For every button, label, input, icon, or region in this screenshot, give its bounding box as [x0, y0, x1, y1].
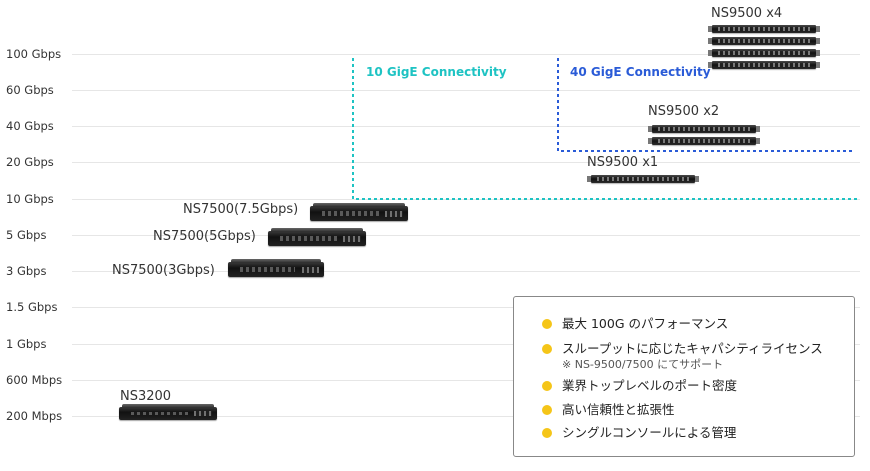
legend-note: ※ NS-9500/7500 にてサポート	[562, 358, 724, 371]
zone-label-40gige: 40 GigE Connectivity	[570, 65, 711, 79]
legend-item-text: 最大 100G のパフォーマンス	[562, 316, 729, 331]
gridline	[72, 235, 860, 236]
device-label-ns9500-x2: NS9500 x2	[648, 104, 720, 119]
device-ns9500-unit	[708, 49, 820, 57]
zone-40gige-boundary	[557, 58, 854, 152]
device-label-ns7500-5g: NS7500(5Gbps)	[153, 229, 256, 244]
zone-10gige-boundary	[352, 58, 858, 200]
device-label-ns9500-x1: NS9500 x1	[587, 155, 659, 170]
legend-item: 最大 100G のパフォーマンス	[542, 316, 729, 332]
device-ns9500-unit	[708, 25, 820, 33]
features-legend: 最大 100G のパフォーマンス スループットに応じたキャパシティライセンス ※…	[513, 296, 855, 457]
tick-label: 3 Gbps	[6, 264, 47, 278]
gridline	[72, 416, 860, 417]
legend-item: シングルコンソールによる管理	[542, 425, 737, 441]
gridline	[72, 162, 860, 163]
tick-label: 5 Gbps	[6, 228, 47, 242]
legend-item-text: 業界トップレベルのポート密度	[562, 378, 738, 393]
gridline	[72, 126, 860, 127]
legend-item-text: 高い信頼性と拡張性	[562, 402, 675, 417]
gridline	[72, 380, 860, 381]
tick-label: 1 Gbps	[6, 337, 47, 351]
legend-item-text: シングルコンソールによる管理	[562, 425, 737, 440]
device-ns9500-unit	[587, 175, 699, 183]
tick-label: 40 Gbps	[6, 119, 54, 133]
gridline	[72, 344, 860, 345]
device-ns9500-unit	[708, 37, 820, 45]
tick-label: 200 Mbps	[6, 409, 63, 423]
bullet-icon	[542, 405, 552, 415]
bullet-icon	[542, 319, 552, 329]
device-ns9500-unit	[708, 61, 820, 69]
bullet-icon	[542, 381, 552, 391]
zone-label-10gige: 10 GigE Connectivity	[366, 65, 507, 79]
bullet-icon	[542, 344, 552, 354]
tick-label: 100 Gbps	[6, 47, 62, 61]
tick-label: 60 Gbps	[6, 83, 54, 97]
device-label-ns9500-x4: NS9500 x4	[711, 6, 783, 21]
device-ns7500-3g-appliance	[228, 259, 324, 277]
device-label-ns7500-75g: NS7500(7.5Gbps)	[183, 202, 299, 217]
legend-item-text: スループットに応じたキャパシティライセンス	[562, 341, 823, 356]
device-ns9500-unit	[648, 137, 760, 145]
tick-label: 600 Mbps	[6, 373, 63, 387]
device-ns3200-appliance	[119, 404, 217, 420]
device-ns9500-unit	[648, 125, 760, 133]
legend-item: スループットに応じたキャパシティライセンス	[542, 341, 823, 357]
device-label-ns3200: NS3200	[120, 389, 172, 404]
bullet-icon	[542, 428, 552, 438]
device-label-ns7500-3g: NS7500(3Gbps)	[112, 263, 215, 278]
device-ns7500-75g-appliance	[310, 203, 408, 221]
gridline	[72, 271, 860, 272]
device-ns7500-5g-appliance	[268, 228, 366, 246]
gridline	[72, 54, 860, 55]
gridline	[72, 307, 860, 308]
tick-label: 10 Gbps	[6, 192, 54, 206]
legend-item: 高い信頼性と拡張性	[542, 402, 675, 418]
gridline	[72, 90, 860, 91]
tick-label: 20 Gbps	[6, 155, 54, 169]
legend-item: 業界トップレベルのポート密度	[542, 378, 738, 394]
tick-label: 1.5 Gbps	[6, 300, 58, 314]
